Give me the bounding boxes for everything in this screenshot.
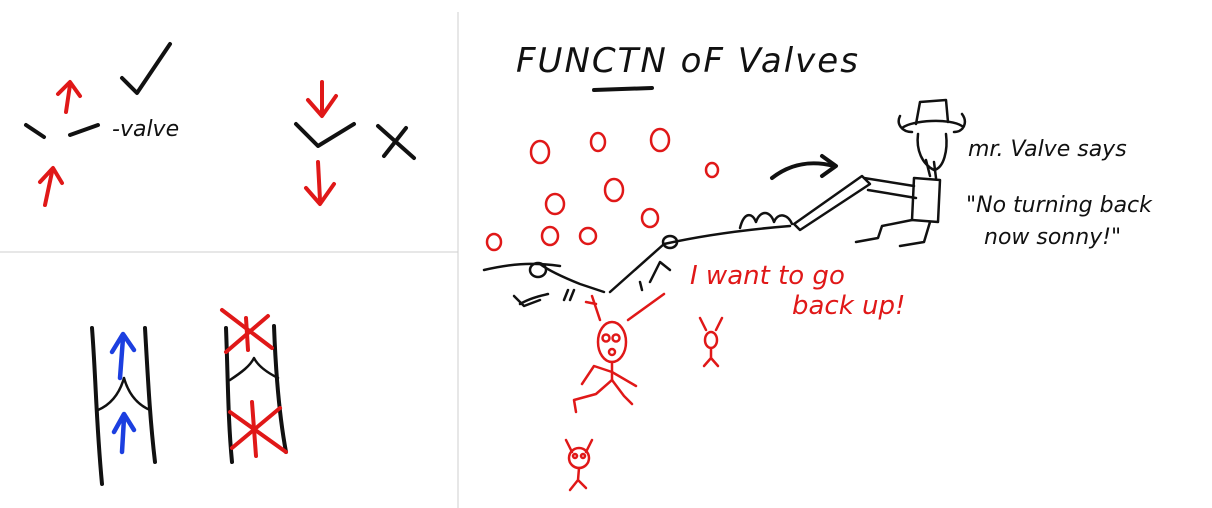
stick-figure-large xyxy=(572,292,666,414)
valve-flap-upper xyxy=(608,224,792,294)
leg xyxy=(854,218,914,244)
hat-crown xyxy=(914,98,950,126)
check-mark-icon xyxy=(120,42,172,95)
eye xyxy=(571,452,579,460)
blood-cells xyxy=(485,127,720,252)
vein-line xyxy=(482,262,562,272)
blue-up-arrow-icon xyxy=(109,331,137,381)
x-mark-icon xyxy=(376,124,416,160)
hinge-knob xyxy=(661,234,679,250)
eye xyxy=(601,333,611,343)
beard xyxy=(924,158,938,180)
blood-cell xyxy=(640,207,660,229)
arm xyxy=(862,176,916,188)
vein-open xyxy=(90,326,157,486)
top-left-panel: -valve xyxy=(24,42,416,207)
vein-valve-flaps xyxy=(228,356,280,382)
motion-arrow xyxy=(648,260,672,284)
hat-horn-left xyxy=(897,114,914,134)
blood-cell xyxy=(704,161,720,179)
lever-handle xyxy=(792,174,872,232)
mr-valve-figure xyxy=(792,98,966,248)
blood-cell xyxy=(485,232,503,252)
vein-wall-right xyxy=(143,326,157,464)
valve-flap-right xyxy=(68,123,100,137)
blood-cell xyxy=(649,127,671,153)
blood-cell xyxy=(540,225,560,247)
blood-cell xyxy=(544,192,566,216)
body xyxy=(910,176,942,224)
stick-figure-small xyxy=(698,316,724,368)
red-crossed-arrow-icon xyxy=(228,400,288,458)
arm xyxy=(610,370,638,388)
body-legs xyxy=(568,466,588,492)
hat-brim xyxy=(900,119,964,130)
valve-label: -valve xyxy=(112,117,179,142)
body-legs xyxy=(702,346,720,368)
cry-line-2: back up! xyxy=(792,291,905,321)
arm xyxy=(584,294,602,322)
head xyxy=(567,446,591,470)
arm xyxy=(626,292,666,322)
red-down-arrow-icon xyxy=(306,80,338,118)
valve-flap-lower xyxy=(538,262,606,294)
vein-wall-left xyxy=(90,326,104,486)
eye xyxy=(579,452,587,460)
red-up-arrow-icon xyxy=(56,80,82,114)
hinge-knob xyxy=(528,261,548,279)
bottom-left-panel xyxy=(90,308,288,486)
vein-blocked xyxy=(220,308,288,464)
hat-horn-right xyxy=(952,112,966,134)
vein-slope xyxy=(482,211,794,308)
speech-line-3: now sonny!" xyxy=(984,225,1121,250)
motion-stroke xyxy=(568,288,576,302)
arm xyxy=(580,364,614,386)
red-down-arrow-icon xyxy=(304,160,336,206)
arms-up xyxy=(698,316,724,332)
right-panel: FUNCTN oF Valves xyxy=(482,41,1153,492)
speech-line-2: "No turning back xyxy=(966,193,1153,218)
title-underline xyxy=(592,86,654,92)
leg xyxy=(610,378,634,406)
arms-up xyxy=(564,438,594,454)
head xyxy=(916,132,948,172)
curved-arrow-icon xyxy=(770,154,838,180)
motion-stroke xyxy=(562,288,570,302)
red-crossed-arrow-icon xyxy=(220,308,274,354)
blood-cell xyxy=(589,131,607,153)
motion-arrow xyxy=(512,294,542,308)
mouth xyxy=(607,347,617,357)
cry-line-1: I want to go xyxy=(690,261,845,291)
panel-title: FUNCTN oF Valves xyxy=(516,41,860,81)
head xyxy=(703,330,719,350)
eye xyxy=(611,333,621,343)
blue-up-arrow-icon xyxy=(111,411,137,455)
closed-valve-flaps xyxy=(294,122,356,148)
vein-valve-flaps xyxy=(96,376,152,412)
motion-stroke xyxy=(638,280,644,292)
valve-flap-left xyxy=(24,123,46,139)
speech-line-1: mr. Valve says xyxy=(968,137,1127,162)
leg xyxy=(898,220,932,248)
red-up-arrow-icon xyxy=(38,166,64,207)
vein-wall-right xyxy=(272,324,288,454)
motion-stroke xyxy=(518,292,550,306)
leg xyxy=(572,378,614,414)
blood-cell xyxy=(603,177,625,203)
arm xyxy=(866,188,918,200)
blood-cell xyxy=(529,139,551,165)
blood-cell xyxy=(578,226,598,246)
stick-figure-bottom xyxy=(564,438,594,492)
grass-tuft xyxy=(738,211,794,230)
